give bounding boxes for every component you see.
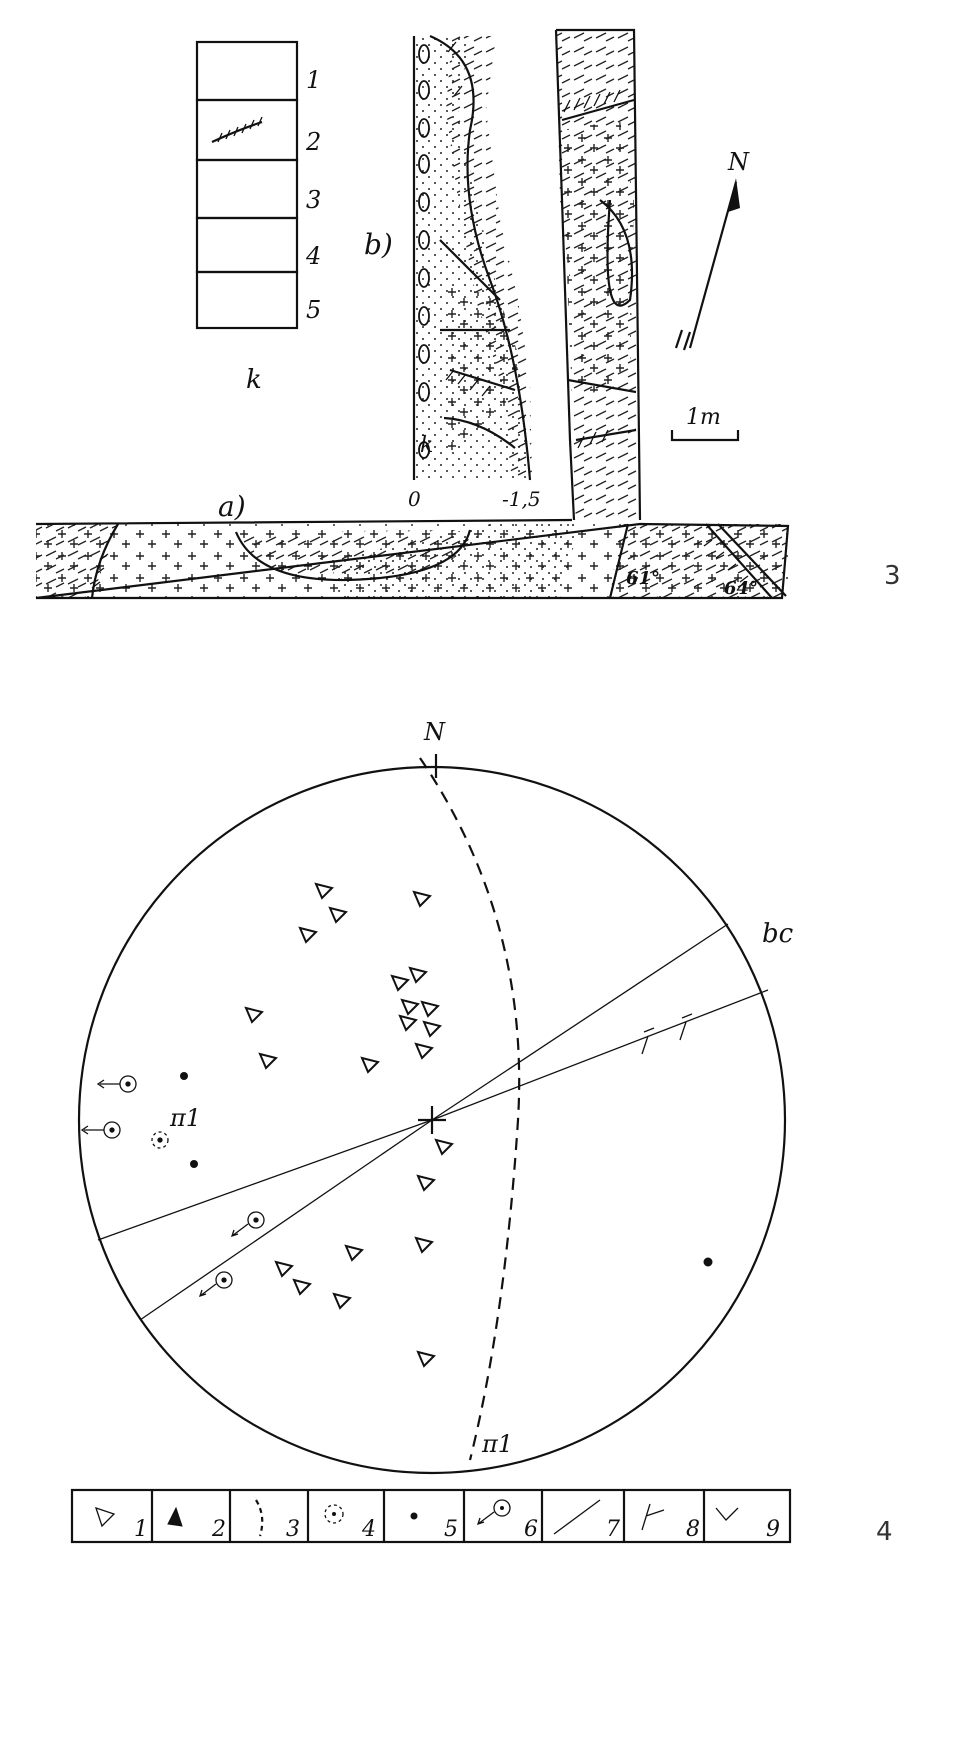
floor-hatch (91, 539, 749, 589)
legend-number-4: 4 (305, 242, 321, 270)
legend-box-schist (195, 40, 299, 102)
scale-bar: 1m (670, 405, 740, 442)
plane-tick-marks (641, 1013, 693, 1055)
north-tick-4: N (423, 718, 446, 778)
triangle-poles (244, 882, 454, 1368)
pebble-column (418, 44, 430, 459)
dip-value-1: 61° (626, 568, 660, 589)
stereonet-circle (77, 765, 787, 1475)
contact-hatch-symbol (211, 116, 263, 143)
dot-poles (180, 1072, 713, 1267)
wall-left-hatch (445, 41, 491, 397)
legend-plane-line (553, 1499, 601, 1535)
depth-bottom: -1,5 (502, 487, 541, 511)
legend-lineation-9 (715, 1507, 739, 1521)
legend4-number-4: 4 (361, 1517, 376, 1542)
legend-triangle-filled (167, 1506, 183, 1527)
wall-right-contacts (561, 98, 637, 442)
legend-box-granite (195, 158, 299, 220)
figure-4: N bc π1 π1 (70, 718, 893, 1547)
wall-marker-k: k (420, 433, 433, 458)
trench-section-b: b) k 0 -1,5 (364, 28, 642, 521)
label-a: a) (218, 490, 246, 523)
legend-number-2: 2 (305, 128, 321, 156)
label-b: b) (364, 228, 393, 261)
legend4-number-1: 1 (134, 1517, 148, 1542)
legend-target-arrow (476, 1499, 511, 1526)
symbol-legend-strip: 1 2 3 4 5 6 7 8 9 (70, 1488, 792, 1544)
depth-zero: 0 (408, 487, 421, 511)
legend-number-5: 5 (306, 296, 321, 324)
floor-outline (35, 518, 790, 600)
figure-3: 1 2 3 4 5 k (35, 28, 901, 600)
figure-number-4: 4 (876, 1517, 893, 1547)
wall-right-hatch (563, 89, 621, 449)
rock-legend: 1 2 3 4 5 k (195, 40, 321, 395)
plane-line-2 (431, 989, 769, 1121)
legend4-number-2: 2 (211, 1517, 226, 1542)
pi-label-top: π1 (169, 1104, 201, 1132)
legend-number-1: 1 (306, 66, 321, 94)
plane-line-1 (431, 923, 729, 1121)
north-label-3: N (727, 148, 750, 176)
legend4-number-6: 6 (524, 1517, 538, 1542)
pi-girdle-dashed (419, 757, 521, 1461)
legend4-number-3: 3 (286, 1517, 300, 1542)
pi-label-bottom: π1 (481, 1430, 513, 1458)
scale-label: 1m (686, 405, 721, 430)
legend-number-3: 3 (306, 186, 321, 214)
floor-schist-left (36, 524, 118, 598)
dip-value-2: 64° (724, 578, 758, 599)
wall-left-granite (444, 280, 520, 460)
wall-right-outline (554, 28, 642, 521)
bc-label: bc (762, 919, 794, 949)
legend4-number-8: 8 (686, 1517, 700, 1542)
wall-left-contacts (439, 239, 516, 449)
legend-lineation-8 (641, 1503, 665, 1531)
wall-right-granite (562, 120, 634, 400)
legend-triangle-open (94, 1506, 116, 1528)
legend-dot (410, 1512, 418, 1520)
legend4-number-9: 9 (766, 1517, 780, 1542)
plane-line-4 (139, 1119, 433, 1321)
floor-contacts (90, 523, 787, 599)
legend-box-diorite (195, 216, 299, 274)
great-circle-planes (97, 923, 769, 1321)
legend4-number-7: 7 (606, 1517, 620, 1542)
legend4-number-5: 5 (444, 1517, 458, 1542)
figure-number-3: 3 (884, 561, 901, 591)
legend-box-sand (195, 270, 299, 330)
north-label-4: N (423, 718, 446, 746)
wall-left-outline (412, 34, 532, 481)
legend-box-contact (195, 98, 299, 162)
legend-dashed-target (324, 1504, 344, 1524)
north-arrow-3: N (674, 148, 750, 351)
target-poles (80, 1075, 265, 1298)
plane-line-3 (97, 1119, 433, 1241)
trench-section-a: a) 61° 64° (35, 490, 790, 600)
floor-sand-zone (330, 522, 580, 598)
legend-sublabel-k: k (246, 365, 262, 395)
legend-dashed-arc (255, 1499, 264, 1537)
